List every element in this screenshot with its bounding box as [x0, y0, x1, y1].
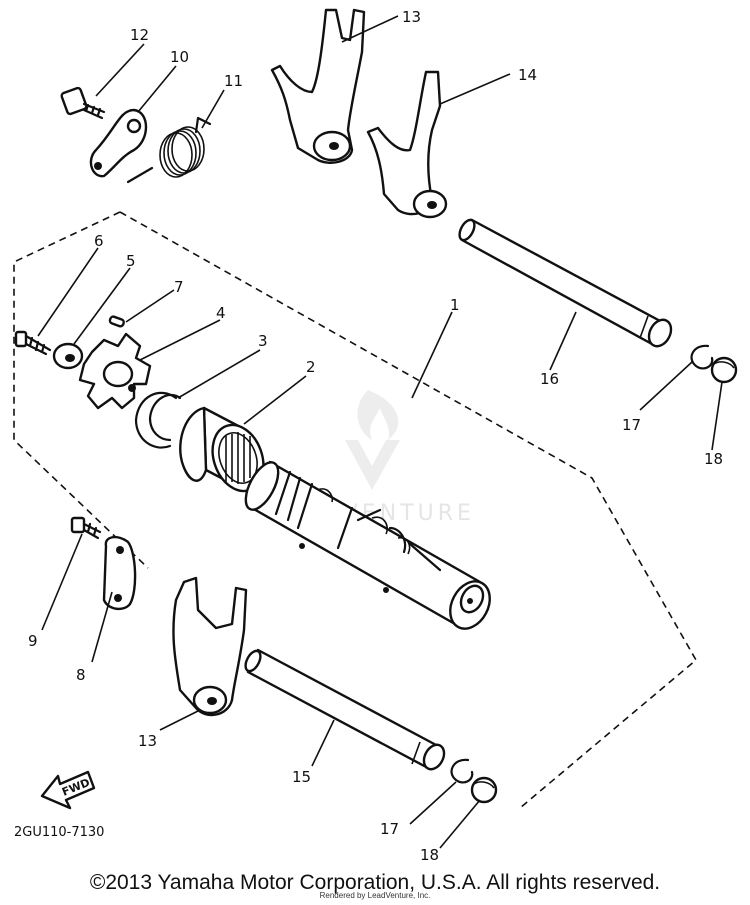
callout-2: 2 — [306, 358, 316, 376]
callout-10: 10 — [170, 48, 189, 66]
shift-shaft-part-15 — [244, 648, 446, 771]
cap-part-18-top — [710, 356, 738, 384]
callout-7: 7 — [174, 278, 184, 296]
leader-lines — [37, 15, 723, 849]
callout-8: 8 — [76, 666, 86, 684]
callout-14: 14 — [518, 66, 537, 84]
callout-13-bottom: 13 — [138, 732, 157, 750]
callout-5: 5 — [126, 252, 136, 270]
screw-part-6 — [14, 330, 52, 356]
circlip-part-17-top — [690, 344, 714, 370]
callout-3: 3 — [258, 332, 268, 350]
stopper-plate-part-10 — [89, 108, 148, 178]
cap-part-18-bottom — [470, 776, 498, 804]
callout-12: 12 — [130, 26, 149, 44]
callout-11: 11 — [224, 72, 243, 90]
shift-fork-part-13-top — [270, 8, 366, 164]
callout-4: 4 — [216, 304, 226, 322]
callout-15: 15 — [292, 768, 311, 786]
shift-fork-part-13-bottom — [172, 576, 248, 717]
circlip-part-17-bottom — [450, 758, 474, 784]
shift-shaft-part-16 — [458, 218, 673, 348]
callout-16: 16 — [540, 370, 559, 388]
plate-part-8 — [102, 535, 137, 611]
torsion-spring-part-11 — [126, 116, 212, 184]
diagram-code: 2GU110-7130 — [14, 825, 104, 840]
callout-6: 6 — [94, 232, 104, 250]
callout-labels: 12 10 11 13 14 6 5 7 4 3 2 1 16 17 18 9 … — [28, 8, 723, 864]
copyright-notice: ©2013 Yamaha Motor Corporation, U.S.A. A… — [89, 871, 661, 894]
bearing-part-2 — [179, 406, 265, 494]
callout-13-top: 13 — [402, 8, 421, 26]
washer-part-5 — [52, 342, 84, 370]
rendered-by-notice: Rendered by LeadVenture, Inc. — [319, 891, 431, 900]
callout-18-bottom: 18 — [420, 846, 439, 864]
callout-17-bottom: 17 — [380, 820, 399, 838]
shift-drum-part-1 — [244, 460, 491, 630]
callout-18-top: 18 — [704, 450, 723, 468]
shift-fork-part-14 — [366, 70, 448, 219]
pin-part-7 — [108, 315, 125, 328]
segment-part-4 — [78, 332, 152, 410]
callout-17-top: 17 — [622, 416, 641, 434]
bolt-part-9 — [70, 516, 102, 540]
bolt-part-12 — [60, 86, 106, 120]
callout-1: 1 — [450, 296, 460, 314]
fwd-direction-arrow: FWD — [40, 770, 96, 810]
assembly-boundary — [13, 211, 698, 809]
circlip-part-3 — [134, 391, 182, 449]
callout-9: 9 — [28, 632, 38, 650]
